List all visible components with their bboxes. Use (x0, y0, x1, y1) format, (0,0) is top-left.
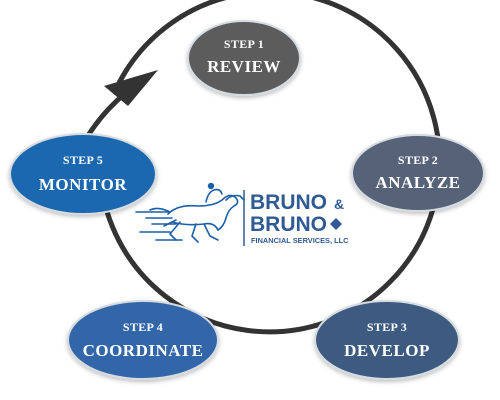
step-4-number: STEP 4 (123, 320, 163, 334)
horse-and-jockey-icon (135, 182, 245, 243)
step-3-ellipse (314, 300, 460, 380)
diamond-icon (330, 218, 342, 230)
step-1-ellipse (187, 20, 301, 96)
step-1-node[interactable] (187, 20, 301, 96)
step-2-number: STEP 2 (398, 153, 438, 167)
logo-ampersand: & (334, 196, 344, 212)
step-1-label: REVIEW (207, 57, 281, 76)
step-2-ellipse (351, 134, 485, 212)
cycle-arrow-head-icon (104, 70, 158, 106)
step-3-number: STEP 3 (367, 320, 407, 334)
step-2-node[interactable] (351, 134, 485, 212)
step-1-number: STEP 1 (224, 37, 264, 51)
step-5-label: MONITOR (39, 175, 127, 194)
step-5-ellipse (9, 133, 157, 215)
logo-line-2: BRUNO (250, 213, 327, 236)
step-5-number: STEP 5 (63, 153, 103, 167)
logo-line-1: BRUNO (250, 191, 327, 214)
step-5-node[interactable] (9, 133, 157, 215)
step-4-ellipse (67, 300, 219, 380)
step-3-label: DEVELOP (344, 341, 430, 360)
step-3-node[interactable] (314, 300, 460, 380)
logo-subtitle: FINANCIAL SERVICES, LLC (251, 236, 349, 245)
step-4-label: COORDINATE (83, 341, 204, 360)
step-2-label: ANALYZE (375, 173, 460, 192)
step-4-node[interactable] (67, 300, 219, 380)
